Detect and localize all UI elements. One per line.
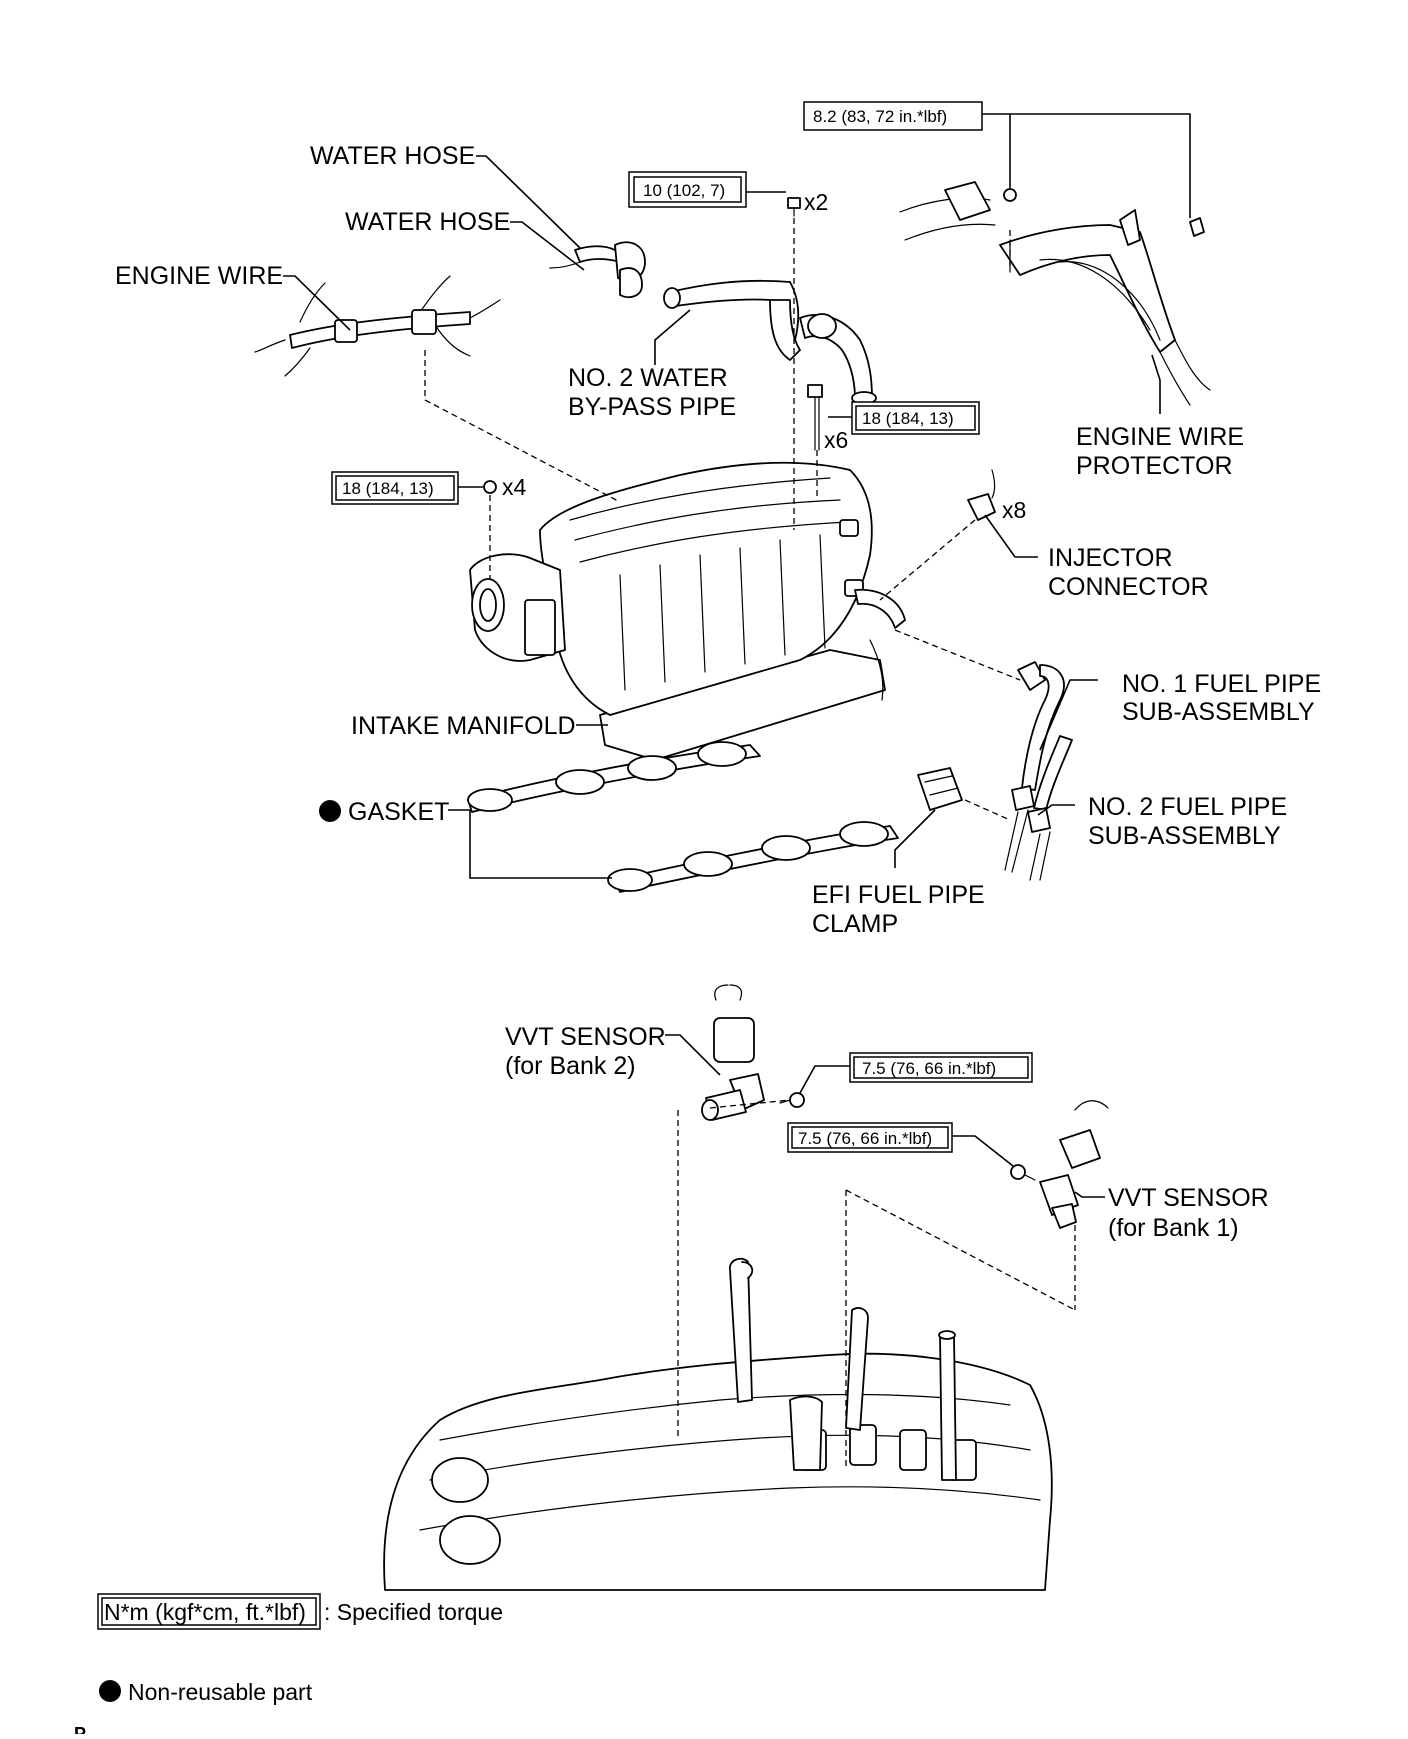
gasket-drawing — [467, 741, 899, 893]
quantity-x8: x8 — [1002, 497, 1026, 523]
quantity-x4: x4 — [502, 474, 527, 500]
intake-manifold-drawing — [469, 461, 906, 761]
bolts — [483, 188, 1205, 1181]
label-fuel-pipe-1: NO. 1 FUEL PIPE — [1122, 670, 1321, 698]
label-bypass-pipe: BY-PASS PIPE — [568, 393, 736, 421]
assembly-guide-lines — [424, 218, 1076, 1470]
torque-value: 10 (102, 7) — [643, 181, 725, 200]
torque-value: 18 (184, 13) — [342, 479, 434, 498]
engine-block-drawing — [383, 1257, 1053, 1591]
label-bypass-pipe: NO. 2 WATER — [568, 364, 728, 392]
quantity-x6: x6 — [824, 427, 848, 453]
water-hose-drawing — [549, 241, 646, 298]
label-vvt-bank2: (for Bank 2) — [505, 1052, 636, 1080]
label-vvt-bank1: (for Bank 1) — [1108, 1214, 1239, 1242]
efi-clamp-drawing — [917, 767, 963, 811]
vvt-sensor-bank2-drawing — [701, 984, 765, 1121]
torque-value: 7.5 (76, 66 in.*lbf) — [862, 1059, 996, 1078]
torque-spec-t5: 7.5 (76, 66 in.*lbf) — [849, 1052, 1033, 1083]
label-wire-protector: ENGINE WIRE — [1076, 423, 1244, 451]
label-fuel-pipe-1: SUB-ASSEMBLY — [1122, 698, 1315, 726]
corner-mark: P — [74, 1724, 86, 1734]
label-fuel-pipe-2: SUB-ASSEMBLY — [1088, 822, 1281, 850]
label-fuel-pipe-2: NO. 2 FUEL PIPE — [1088, 793, 1287, 821]
non-reusable-dot — [319, 800, 341, 822]
torque-spec-t2: 10 (102, 7) — [628, 171, 747, 208]
leader-lines — [283, 113, 1191, 1198]
non-reusable-dot — [99, 1680, 121, 1702]
torque-value: 18 (184, 13) — [862, 409, 954, 428]
torque-spec-t3: 18 (184, 13) — [851, 401, 980, 435]
legend-torque-text: : Specified torque — [324, 1599, 503, 1625]
legend-nonreusable-text: Non-reusable part — [128, 1679, 313, 1705]
torque-value: 7.5 (76, 66 in.*lbf) — [798, 1129, 932, 1148]
label-vvt-bank1: VVT SENSOR — [1108, 1184, 1269, 1212]
engine-wire-drawing — [254, 275, 501, 377]
wire-protector-drawing — [899, 181, 1211, 406]
label-engine-wire: ENGINE WIRE — [115, 262, 283, 290]
legend-torque: N*m (kgf*cm, ft.*lbf) : Specified torque — [97, 1593, 503, 1630]
torque-value: 8.2 (83, 72 in.*lbf) — [813, 107, 947, 126]
label-water-hose: WATER HOSE — [310, 142, 475, 170]
label-injector-connector: INJECTOR — [1048, 544, 1173, 572]
injector-connector-drawing — [967, 469, 996, 521]
vvt-sensor-bank1-drawing — [1039, 1100, 1109, 1229]
bypass-pipe-drawing — [663, 279, 877, 405]
quantity-x2: x2 — [804, 189, 828, 215]
torque-spec-t4: 18 (184, 13) — [331, 471, 459, 505]
label-efi-clamp: CLAMP — [812, 910, 898, 938]
torque-spec-t1: 8.2 (83, 72 in.*lbf) — [803, 101, 983, 131]
legend-torque-units: N*m (kgf*cm, ft.*lbf) — [104, 1599, 306, 1625]
torque-spec-t6: 7.5 (76, 66 in.*lbf) — [787, 1122, 953, 1153]
legend-nonreusable: Non-reusable part — [99, 1679, 313, 1705]
label-efi-clamp: EFI FUEL PIPE — [812, 881, 985, 909]
label-vvt-bank2: VVT SENSOR — [505, 1023, 666, 1051]
fuel-pipe-drawing — [1004, 661, 1073, 881]
label-water-hose: WATER HOSE — [345, 208, 510, 236]
label-injector-connector: CONNECTOR — [1048, 573, 1209, 601]
label-wire-protector: PROTECTOR — [1076, 452, 1233, 480]
label-intake-manifold: INTAKE MANIFOLD — [351, 712, 576, 740]
label-gasket: GASKET — [348, 798, 449, 826]
